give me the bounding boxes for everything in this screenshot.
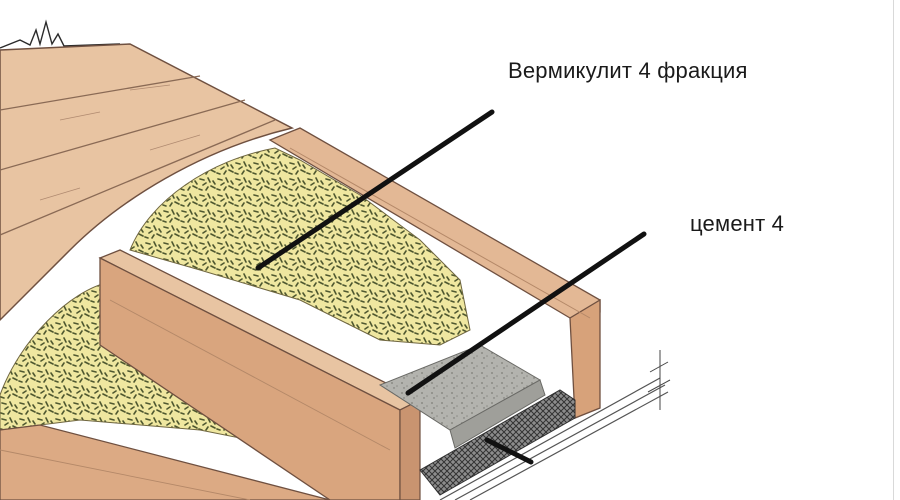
joist-front — [0, 424, 331, 500]
ground-scribble — [0, 19, 121, 49]
image-edge-line — [893, 0, 894, 500]
floor-boards — [0, 43, 295, 322]
leader-line-mesh — [484, 437, 534, 465]
leader-line-vermiculite — [255, 109, 495, 271]
leader-line-cement — [405, 231, 647, 396]
label-cement: цемент 4 — [690, 211, 785, 236]
dimension-mark — [647, 350, 671, 410]
underlay-lines — [439, 377, 669, 500]
label-vermiculite: Вермикулит 4 фракция — [508, 58, 748, 83]
joist-middle-face — [99, 256, 401, 500]
insulation-upper — [129, 147, 471, 346]
